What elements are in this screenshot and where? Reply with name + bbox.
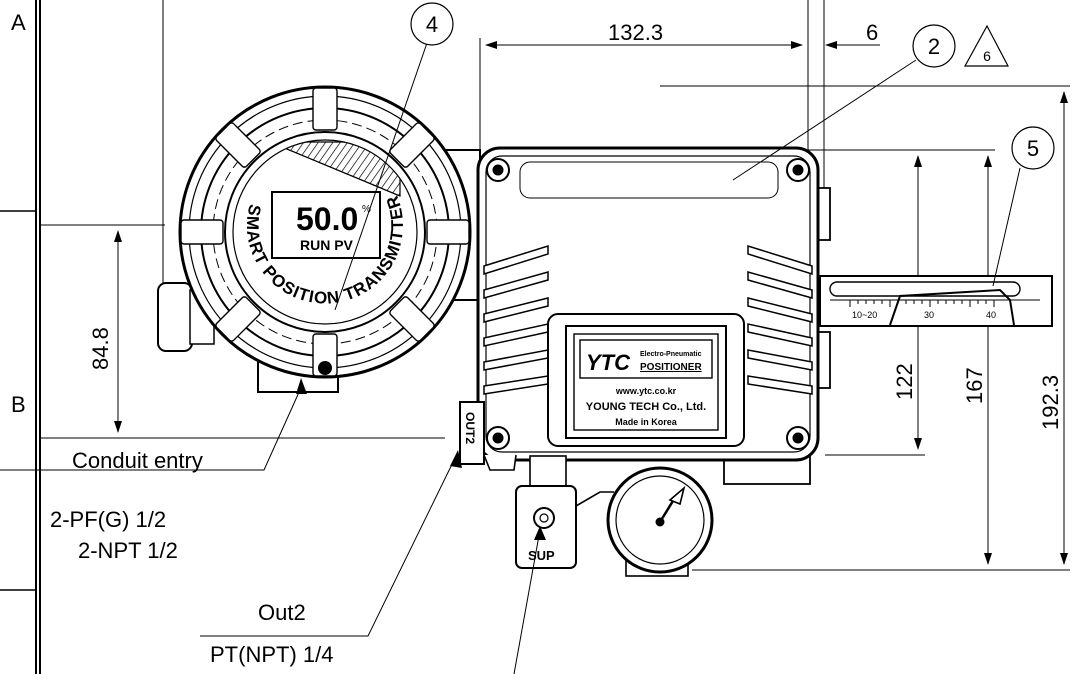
leader-arrowheads — [296, 378, 546, 540]
indicator-screw — [318, 361, 332, 375]
scale-mark-1: 10~20 — [852, 310, 877, 320]
lcd-window — [269, 141, 401, 259]
grid-row-b: B — [11, 392, 26, 417]
bottom-manifold — [459, 401, 689, 577]
balloon-4: 4 — [410, 2, 454, 46]
dim-132-3: 132.3 — [608, 20, 663, 45]
dim-84-8: 84.8 — [88, 327, 113, 370]
revision-triangle-6: 6 — [963, 24, 1009, 67]
leader-lines — [0, 39, 1021, 674]
port-out2: OUT2 — [463, 412, 477, 444]
grid-row-a: A — [11, 10, 26, 35]
balloon-5: 5 — [1011, 126, 1055, 170]
out2-spec: PT(NPT) 1/4 — [210, 642, 333, 667]
nameplate-company: YOUNG TECH Co., Ltd. — [586, 401, 706, 413]
svg-text:5: 5 — [1027, 136, 1039, 161]
lcd-mode: RUN PV — [300, 237, 354, 253]
cover-notches — [180, 87, 470, 377]
cooling-fins — [483, 244, 813, 395]
dim-167: 167 — [962, 367, 987, 404]
nameplate-line2: POSITIONER — [640, 362, 702, 373]
nameplate-line1: Electro-Pneumatic — [640, 351, 702, 358]
pressure-gauge — [606, 466, 714, 574]
out2-label: Out2 — [258, 600, 306, 625]
feedback-lever — [819, 275, 1053, 327]
dim-6: 6 — [866, 20, 878, 45]
nameplate-origin: Made in Korea — [615, 417, 678, 427]
scale-mark-2: 30 — [924, 310, 934, 320]
nameplate-url: www.ytc.co.kr — [615, 386, 677, 396]
dim-192-3: 192.3 — [1038, 375, 1063, 430]
svg-text:6: 6 — [983, 48, 991, 64]
dim-122: 122 — [892, 363, 917, 400]
drawing-frame — [0, 0, 41, 674]
conduit-spec-2: 2-NPT 1/2 — [78, 538, 178, 563]
conduit-entry-label: Conduit entry — [72, 448, 203, 473]
svg-text:4: 4 — [426, 12, 438, 37]
balloon-2: 2 — [912, 24, 956, 68]
svg-text:2: 2 — [928, 34, 940, 59]
nameplate — [547, 313, 745, 447]
conduit-spec-1: 2-PF(G) 1/2 — [50, 507, 166, 532]
lcd-value: 50.0 — [296, 201, 358, 237]
nameplate-logo: YTC — [586, 350, 631, 375]
scale-mark-3: 40 — [986, 310, 996, 320]
port-sup: SUP — [528, 548, 555, 563]
lcd-unit: % — [362, 204, 371, 215]
